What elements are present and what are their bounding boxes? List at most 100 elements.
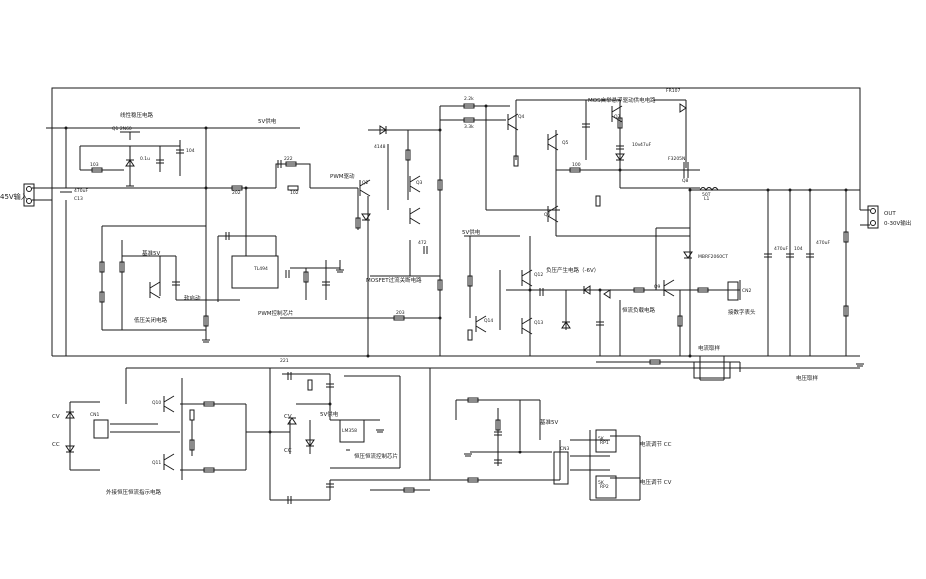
label-val: 0.1u <box>140 156 150 162</box>
label-val: 102 <box>290 190 299 196</box>
resistor <box>467 397 479 403</box>
label-5v-mid: 5V供电 <box>462 228 481 236</box>
labels: 45V输入 470uF C13 线性稳压电路 5V供电 Q1 2N60 PWM驱… <box>0 88 911 496</box>
potentiometer-cv <box>595 475 617 499</box>
label-u3: LM358 <box>342 428 357 434</box>
label-cc-load: 恒流负载电路 <box>622 306 656 314</box>
resistor <box>595 195 601 207</box>
pwm-ic <box>231 255 279 289</box>
resistor <box>463 117 475 123</box>
resistor <box>285 161 297 167</box>
resistor <box>393 315 405 321</box>
label-bootstrap: MOS自举悬浮驱动供电电路 <box>588 96 656 104</box>
label-cv2: CV <box>284 414 292 420</box>
components <box>23 103 879 504</box>
output-connector <box>867 205 879 229</box>
resistor <box>405 149 411 161</box>
resistor <box>697 287 709 293</box>
label-voltage-sample: 电压取样 <box>796 374 819 382</box>
resistor <box>189 439 195 451</box>
label-cn1: CN1 <box>90 412 100 418</box>
label-q12: Q12 <box>534 272 543 278</box>
connector-cn3 <box>553 451 569 485</box>
label-val: 5K <box>598 480 605 486</box>
label-val: 4148 <box>374 144 386 150</box>
label-val: 100 <box>572 162 581 168</box>
resistor <box>203 315 209 327</box>
transistor <box>120 105 689 471</box>
label-cv-led: CV <box>52 414 60 420</box>
label-low-v: 低压关闭电路 <box>134 316 168 324</box>
label-q1: Q1 2N60 <box>112 126 132 132</box>
resistor <box>495 419 501 431</box>
label-q4: Q4 <box>518 114 525 120</box>
label-val: 472 <box>418 240 427 246</box>
resistor <box>287 185 299 191</box>
resistor <box>463 103 475 109</box>
resistor <box>355 217 361 229</box>
resistor <box>467 477 479 483</box>
label-val: 10v <box>632 142 641 148</box>
resistor <box>843 231 849 243</box>
resistor <box>403 487 415 493</box>
label-mbr: MBRF2060CT <box>698 254 728 260</box>
label-q5: Q5 <box>562 140 569 146</box>
label-pwm-ic: PWM控制芯片 <box>258 309 294 317</box>
label-q9: Q9 <box>654 284 661 290</box>
label-current-sample: 电流取样 <box>698 344 721 352</box>
label-cur-adj: 电流调节 CC <box>640 440 672 448</box>
label-mosfet-prot: MOSFET过流关断电路 <box>366 276 422 284</box>
label-val: 104 <box>186 148 195 154</box>
current-sample-block <box>693 361 731 379</box>
label-rp2: RP2 <box>600 484 609 490</box>
resistor <box>189 409 195 421</box>
label-q7: Q7 <box>614 114 621 120</box>
label-cc-led: CC <box>52 442 60 448</box>
connector-cn1 <box>93 419 109 439</box>
label-5v-low: 5V供电 <box>320 410 339 418</box>
label-mosfet-part: F3205N <box>668 156 685 162</box>
resistor <box>307 379 313 391</box>
label-q13: Q13 <box>534 320 543 326</box>
resistor <box>99 261 105 273</box>
label-val: 221 <box>280 358 289 364</box>
diode <box>65 103 693 453</box>
cvcc-ic <box>339 419 365 443</box>
resistor <box>569 167 581 173</box>
capacitor <box>156 123 814 504</box>
label-val: 104 <box>794 246 803 252</box>
label-cvcc-ic: 恒压恒流控制芯片 <box>354 452 398 460</box>
label-q6: Q6 <box>544 212 551 218</box>
resistor <box>513 155 519 167</box>
label-q14: Q14 <box>484 318 493 324</box>
resistor <box>467 275 473 287</box>
connector-cn2 <box>727 281 739 301</box>
wires <box>32 87 870 501</box>
label-ref-5v: 基准5V <box>142 249 160 257</box>
label-q3: Q3 <box>416 180 423 186</box>
resistor <box>437 179 443 191</box>
label-val: 222 <box>284 156 293 162</box>
label-l1: L1 <box>704 196 710 202</box>
label-rp1: RP1 <box>600 440 609 446</box>
label-fr107: FR107 <box>666 88 680 94</box>
resistor <box>467 329 473 341</box>
input-connector <box>23 183 35 207</box>
label-out-range: 0-30V输出 <box>884 219 911 227</box>
ground-symbol <box>126 185 864 457</box>
label-input-cap: 470uF <box>74 188 88 194</box>
label-pwm-drive: PWM驱动 <box>330 173 355 180</box>
label-vol-adj: 电压调节 CV <box>640 478 672 486</box>
label-val: 47uF <box>640 142 652 148</box>
label-q2: Q2 <box>362 180 369 186</box>
label-input: 45V输入 <box>0 192 28 201</box>
label-ref-5v-2: 基准5V <box>540 418 558 426</box>
label-q10: Q10 <box>152 400 161 406</box>
inductor <box>699 187 719 191</box>
label-out: OUT <box>884 211 896 217</box>
label-val: 470uF <box>774 246 788 252</box>
resistor <box>617 117 623 129</box>
label-l1-val: 50T <box>702 192 711 198</box>
label-val: 202 <box>232 190 241 196</box>
label-soft-start: 软启动 <box>184 294 201 302</box>
